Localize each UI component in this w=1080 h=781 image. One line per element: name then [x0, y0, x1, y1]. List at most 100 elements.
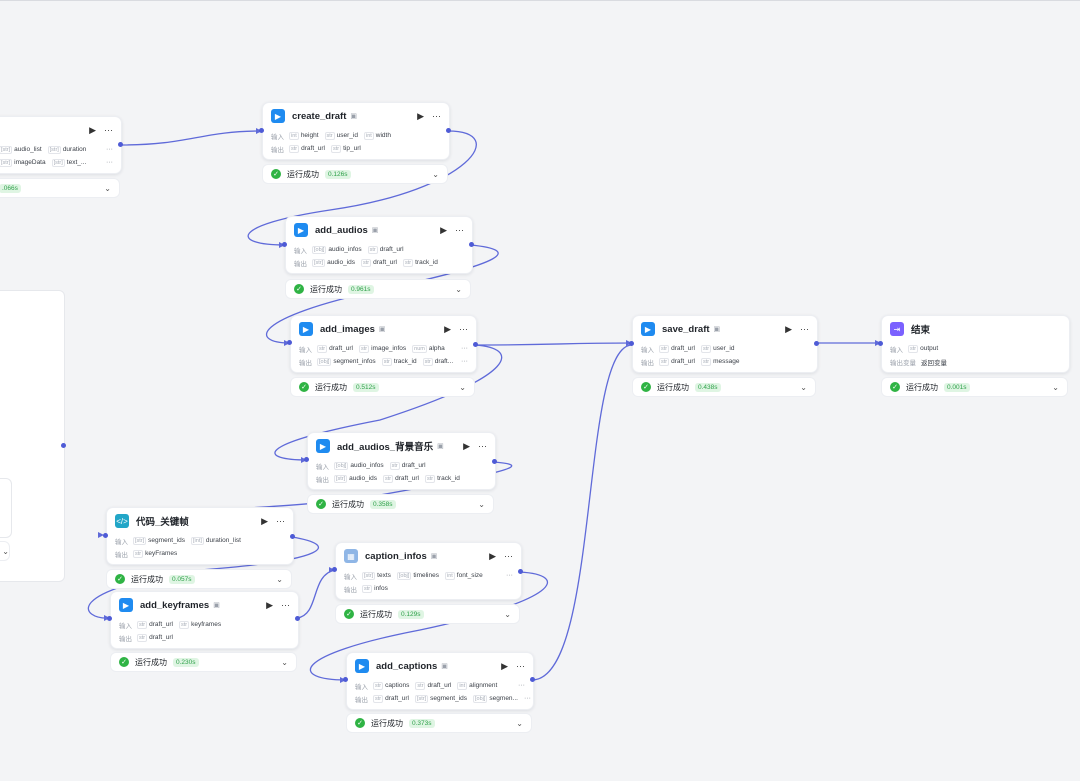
more-icon[interactable]: ···	[459, 324, 468, 334]
more-icon[interactable]: ···	[276, 516, 285, 526]
port-out[interactable]	[61, 443, 66, 448]
port-out[interactable]	[118, 142, 123, 147]
output-label: 输出	[355, 696, 368, 704]
port-in[interactable]	[282, 242, 287, 247]
node-caption-infos[interactable]: ▦caption_infos▣▶··· 输入[str]texts[obj]tim…	[335, 542, 522, 600]
param: draft_url	[373, 259, 397, 266]
run-time: 0.358s	[370, 499, 396, 509]
more-icon[interactable]: ···	[478, 441, 487, 451]
input-label: 输入	[115, 538, 128, 546]
param: font_size	[456, 572, 483, 579]
port-out[interactable]	[530, 677, 535, 682]
more-icon[interactable]: ···	[281, 600, 290, 610]
port-in[interactable]	[304, 457, 309, 462]
chevron-down-icon[interactable]: ⌄	[516, 718, 523, 728]
more-icon[interactable]: ···	[104, 125, 113, 135]
run-icon[interactable]: ▶	[463, 440, 470, 451]
port-in[interactable]	[332, 567, 337, 572]
port-in[interactable]	[878, 341, 883, 346]
left-inner-status[interactable]: ⌄	[0, 541, 10, 561]
param: captions	[385, 682, 410, 689]
port-out[interactable]	[473, 342, 478, 347]
run-icon[interactable]: ▶	[501, 660, 508, 671]
check-icon: ✓	[115, 574, 125, 584]
port-in[interactable]	[629, 341, 634, 346]
port-out[interactable]	[492, 459, 497, 464]
chevron-down-icon[interactable]: ⌄	[478, 499, 485, 509]
param: draft...	[434, 358, 454, 365]
more-icon[interactable]: ···	[455, 225, 464, 235]
chevron-down-icon[interactable]: ⌄	[504, 609, 511, 619]
port-out[interactable]	[295, 616, 300, 621]
run-icon[interactable]: ▶	[266, 599, 273, 610]
node-add-audios-bgm[interactable]: ▶add_audios_背景音乐▣▶··· 输入[obj]audio_infos…	[307, 432, 496, 490]
chevron-down-icon[interactable]: ⌄	[2, 546, 9, 556]
param: infos	[374, 585, 388, 592]
port-out[interactable]	[518, 569, 523, 574]
port-out[interactable]	[290, 534, 295, 539]
more-icon[interactable]: ···	[800, 324, 809, 334]
run-time: 0.057s	[169, 574, 195, 584]
left-inner-panel	[0, 478, 12, 538]
port-in[interactable]	[107, 616, 112, 621]
more-icon[interactable]: ···	[432, 111, 441, 121]
chevron-down-icon[interactable]: ⌄	[104, 183, 111, 193]
param: timelines	[413, 572, 439, 579]
node-partial-left[interactable]: ▶··· [str]audio_list[str]duration··· [st…	[0, 116, 122, 174]
run-icon[interactable]: ▶	[785, 323, 792, 334]
port-in[interactable]	[287, 340, 292, 345]
run-icon[interactable]: ▶	[89, 124, 96, 135]
port-out[interactable]	[469, 242, 474, 247]
port-in[interactable]	[343, 677, 348, 682]
run-time: 0.126s	[325, 169, 351, 179]
node-code-keyframes[interactable]: </>代码_关键帧▶··· 输入[str]segment_ids[int]dur…	[106, 507, 294, 565]
more-icon[interactable]: ···	[504, 551, 513, 561]
node-title: add_audios	[315, 224, 368, 236]
status-partial-left[interactable]: .066s ⌄	[0, 178, 120, 198]
port-out[interactable]	[814, 341, 819, 346]
run-icon[interactable]: ▶	[444, 323, 451, 334]
port-in[interactable]	[103, 533, 108, 538]
chevron-down-icon[interactable]: ⌄	[800, 382, 807, 392]
plugin-icon: ▶	[641, 322, 655, 336]
node-title: caption_infos	[365, 550, 427, 562]
edge-add-images-to-save-draft	[474, 342, 633, 346]
more-icon[interactable]: ···	[516, 661, 525, 671]
param: track_id	[437, 475, 460, 482]
chevron-down-icon[interactable]: ⌄	[455, 284, 462, 294]
status-text: 运行成功	[906, 382, 938, 392]
node-title: save_draft	[662, 323, 710, 335]
chevron-down-icon[interactable]: ⌄	[281, 657, 288, 667]
run-icon[interactable]: ▶	[261, 515, 268, 526]
chevron-down-icon[interactable]: ⌄	[1052, 382, 1059, 392]
port-in[interactable]	[259, 128, 264, 133]
node-title: 结束	[911, 325, 931, 336]
port-out[interactable]	[446, 128, 451, 133]
doc-icon: ▣	[713, 326, 721, 333]
chevron-down-icon[interactable]: ⌄	[459, 382, 466, 392]
run-icon[interactable]: ▶	[440, 224, 447, 235]
chevron-down-icon[interactable]: ⌄	[432, 169, 439, 179]
input-label: 输入	[344, 573, 357, 581]
chevron-down-icon[interactable]: ⌄	[276, 574, 283, 584]
run-icon[interactable]: ▶	[417, 110, 424, 121]
run-icon[interactable]: ▶	[489, 550, 496, 561]
plugin-icon: ▶	[294, 223, 308, 237]
